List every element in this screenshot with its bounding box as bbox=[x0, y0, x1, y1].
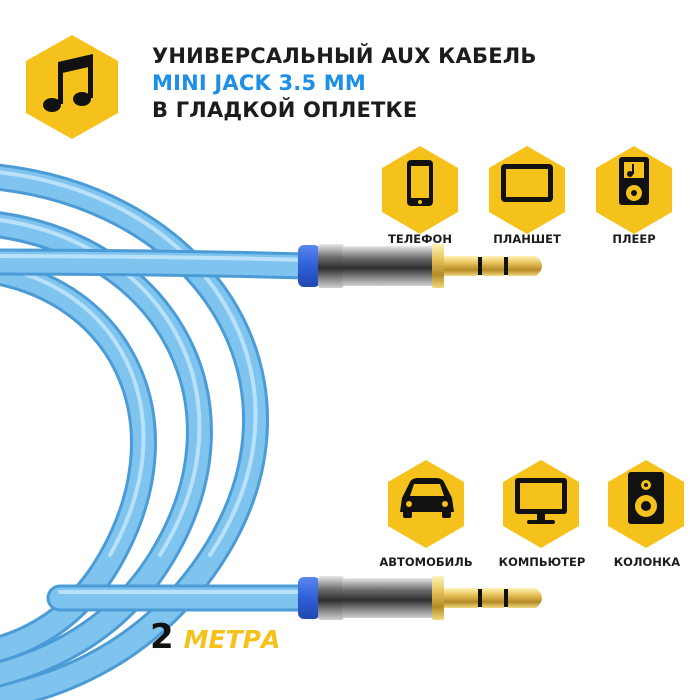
hex-computer bbox=[503, 460, 579, 548]
cable-upper bbox=[0, 248, 319, 280]
player-icon bbox=[619, 157, 649, 205]
music-note-icon bbox=[43, 54, 93, 112]
phone-icon bbox=[407, 160, 433, 206]
hex-phone bbox=[382, 146, 458, 234]
length-unit: МЕТРА bbox=[183, 625, 281, 654]
title-line-3: В ГЛАДКОЙ ОПЛЕТКЕ bbox=[152, 98, 418, 122]
car-icon bbox=[400, 478, 454, 518]
jack-plug-upper bbox=[298, 244, 542, 288]
label-player: ПЛЕЕР bbox=[612, 232, 656, 246]
cable-lower bbox=[46, 584, 319, 612]
label-phone: ТЕЛЕФОН bbox=[388, 232, 452, 246]
monitor-icon bbox=[515, 478, 567, 524]
length-number: 2 bbox=[150, 617, 174, 657]
label-tablet: ПЛАНШЕТ bbox=[493, 232, 561, 246]
label-computer: КОМПЬЮТЕР bbox=[498, 555, 586, 569]
title-line-2: MINI JACK 3.5 MM bbox=[152, 71, 366, 95]
hex-player bbox=[596, 146, 672, 234]
speaker-icon bbox=[628, 472, 664, 524]
jack-plug-lower bbox=[298, 576, 542, 620]
cable-length: 2 МЕТРА bbox=[150, 617, 280, 657]
hex-tablet bbox=[489, 146, 565, 234]
tablet-icon bbox=[501, 164, 553, 202]
hex-car bbox=[388, 460, 464, 548]
label-car: АВТОМОБИЛЬ bbox=[379, 555, 473, 569]
music-badge bbox=[26, 35, 118, 139]
title-line-1: УНИВЕРСАЛЬНЫЙ AUX КАБЕЛЬ bbox=[152, 44, 537, 68]
label-speaker: КОЛОНКА bbox=[613, 555, 681, 569]
hex-speaker bbox=[608, 460, 684, 548]
